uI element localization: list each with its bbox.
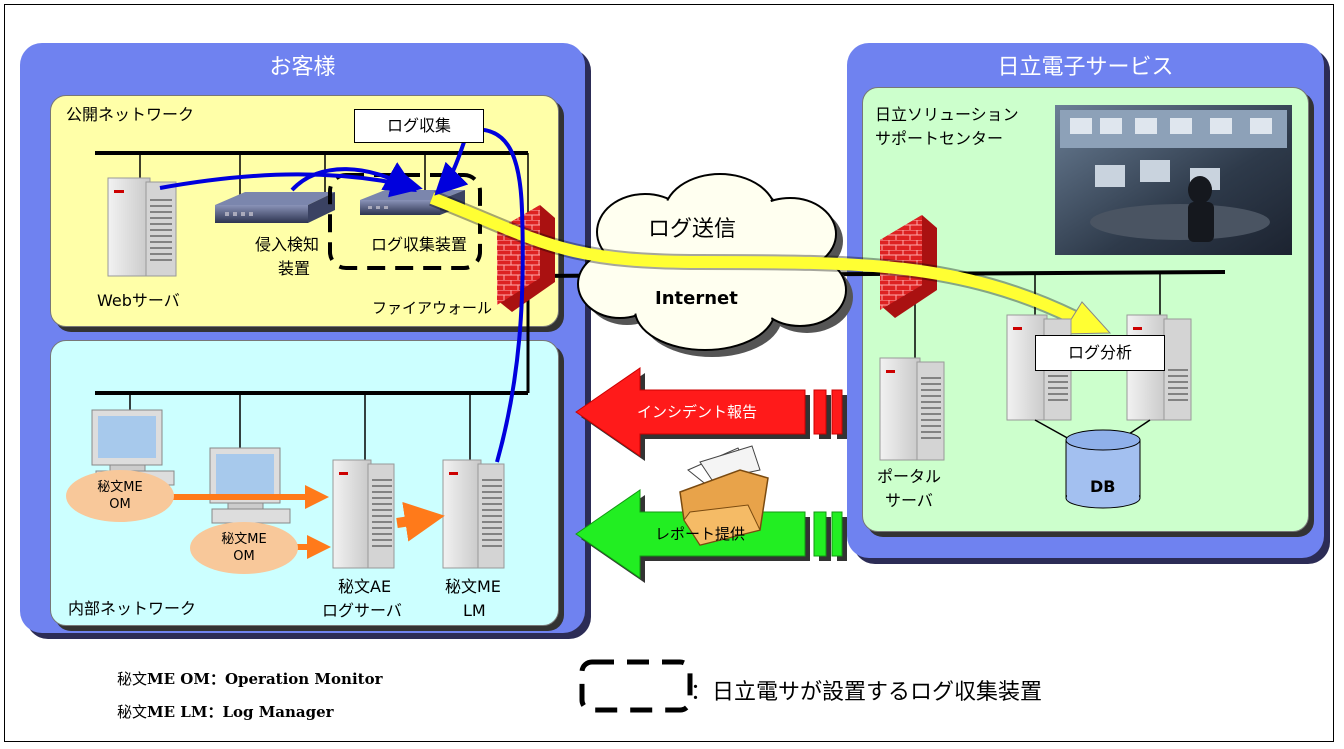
ae-label-1: 秘文AE xyxy=(338,577,392,596)
public-network-label: 公開ネットワーク xyxy=(66,105,195,124)
lm-label-1: 秘文ME xyxy=(445,577,501,596)
legend-text: ：日立電サが設置するログ収集装置 xyxy=(690,680,1043,705)
db-label: DB xyxy=(1090,477,1116,496)
om-badge-1-line2: OM xyxy=(109,497,131,512)
customer-title: お客様 xyxy=(269,55,336,80)
legend-dashed-box xyxy=(579,659,693,713)
om-footnote-prefix: 秘文 xyxy=(117,670,148,688)
support-center-label-2: サポートセンター xyxy=(875,129,1004,148)
ae-log-server-icon xyxy=(332,459,395,569)
om-footnote-full: ：Operation Monitor xyxy=(209,670,383,688)
lm-label-2: LM xyxy=(463,601,486,620)
lm-footnote-prefix: 秘文 xyxy=(117,703,148,721)
portal-server-icon xyxy=(879,357,945,461)
om-pc-2-icon xyxy=(209,447,291,524)
figure-frame xyxy=(4,4,1334,742)
incident-label: インシデント報告 xyxy=(637,403,758,421)
om-badge-2-line2: OM xyxy=(233,549,255,564)
internet-label: Internet xyxy=(655,288,738,309)
portal-label-1: ポータル xyxy=(877,467,942,486)
log-send-label: ログ送信 xyxy=(648,217,737,242)
ae-label-2: ログサーバ xyxy=(322,601,402,620)
lm-footnote: 秘文ME LM：Log Manager xyxy=(117,701,334,722)
firewall-label: ファイアウォール xyxy=(372,299,493,317)
internal-network-bus xyxy=(95,290,530,460)
incident-arrow xyxy=(575,367,847,461)
portal-label-2: サーバ xyxy=(885,491,933,510)
om-footnote-abbr: ME OM xyxy=(147,670,210,688)
lm-footnote-full: ：Log Manager xyxy=(207,703,334,721)
provider-title: 日立電子サービス xyxy=(997,55,1174,80)
web-server-label: Webサーバ xyxy=(97,291,180,310)
report-label: レポート提供 xyxy=(655,525,746,543)
om-badge-1: 秘文ME OM xyxy=(66,470,174,522)
collector-label: ログ収集装置 xyxy=(371,235,468,254)
log-analysis-box: ログ分析 xyxy=(1035,335,1165,371)
log-collection-box: ログ収集 xyxy=(354,109,484,143)
ids-label-2: 装置 xyxy=(278,259,311,278)
om-badge-2: 秘文ME OM xyxy=(190,522,298,574)
lm-server-icon xyxy=(442,459,505,569)
om-badge-2-line1: 秘文ME xyxy=(221,532,267,547)
collection-arrows xyxy=(159,127,525,463)
operations-room-photo xyxy=(1055,105,1292,255)
support-center-label-1: 日立ソリューション xyxy=(875,105,1019,124)
db-icon xyxy=(1065,429,1141,509)
log-send-arrow xyxy=(429,190,1112,335)
om-footnote: 秘文ME OM：Operation Monitor xyxy=(117,668,382,689)
ids-device-icon xyxy=(215,192,335,223)
internal-network-label: 内部ネットワーク xyxy=(68,599,197,618)
ids-label-1: 侵入検知 xyxy=(255,235,320,254)
web-server-icon xyxy=(107,177,177,277)
lm-footnote-abbr: ME LM xyxy=(147,703,208,721)
om-badge-1-line1: 秘文ME xyxy=(97,480,143,495)
report-folder-icon xyxy=(679,445,769,546)
